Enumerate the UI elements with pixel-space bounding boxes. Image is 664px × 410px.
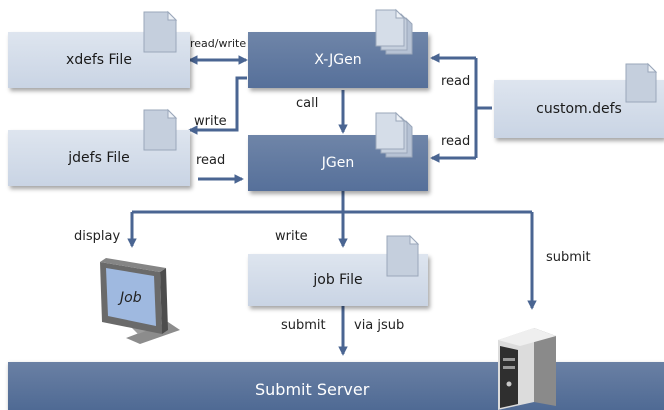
xdefs-file-label: xdefs File <box>66 52 132 68</box>
job-file-document-icon <box>386 234 420 277</box>
read-write-label: read/write <box>190 37 247 50</box>
read-custom-jgen-label: read <box>441 134 471 149</box>
submit-server-label: Submit Server <box>255 380 370 399</box>
via-jsub-label: via jsub <box>354 318 405 333</box>
monitor-job-label: Job <box>120 290 142 306</box>
submit-server-direct-label: submit <box>546 250 591 265</box>
submit-job-label: submit <box>281 318 326 333</box>
xjgen-documents-icon <box>375 8 413 55</box>
custom-defs-document-icon <box>625 62 658 103</box>
jgen-label: JGen <box>321 155 355 171</box>
read-custom-xjgen-label: read <box>441 74 471 89</box>
jdefs-document-icon <box>143 108 178 151</box>
xjgen-node: X-JGen <box>248 32 428 88</box>
xjgen-label: X-JGen <box>314 52 362 68</box>
write-jdefs-label: write <box>194 114 227 129</box>
display-label: display <box>74 229 121 244</box>
jgen-documents-icon <box>375 111 413 158</box>
job-file-label: job File <box>313 272 363 288</box>
arrow-write-jdefs <box>188 76 247 135</box>
custom-defs-label: custom.defs <box>536 101 622 117</box>
read-jdefs-label: read <box>196 153 226 168</box>
write-job-label: write <box>275 229 308 244</box>
call-label: call <box>296 96 319 111</box>
xdefs-document-icon <box>143 10 178 53</box>
jdefs-file-label: jdefs File <box>68 150 130 166</box>
